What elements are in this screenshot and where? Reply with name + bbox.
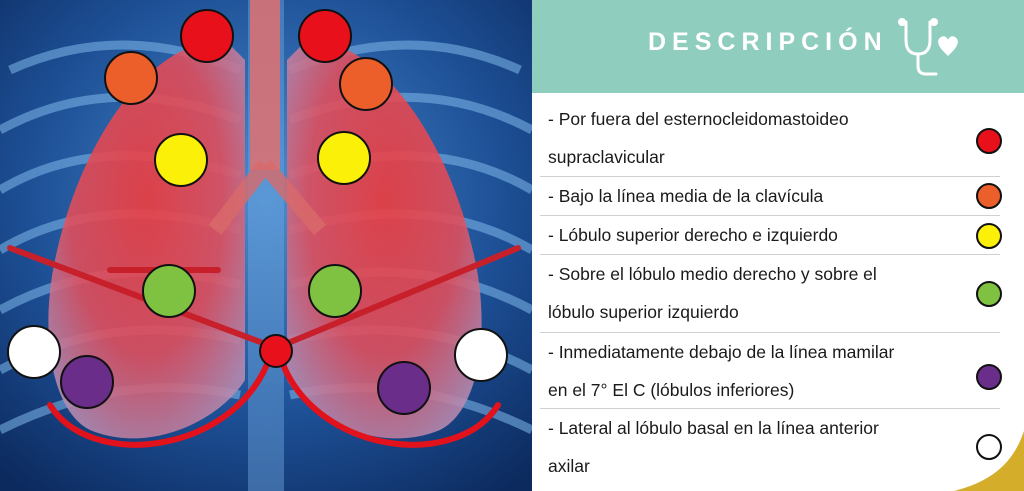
- row-6-line-1: - Lateral al lóbulo basal en la línea an…: [548, 418, 879, 438]
- point-green: [308, 264, 362, 318]
- row-1-line-1: - Por fuera del esternocleidomastoideo: [548, 109, 849, 129]
- description-row-4: - Sobre el lóbulo medio derecho y sobre …: [540, 254, 1002, 332]
- color-dot-white: [976, 434, 1002, 460]
- row-2-line-1: - Bajo la línea media de la clavícula: [548, 186, 824, 206]
- point-white: [454, 328, 508, 382]
- point-purple: [60, 355, 114, 409]
- row-3-line-1: - Lóbulo superior derecho e izquierdo: [548, 225, 838, 245]
- point-green: [142, 264, 196, 318]
- corner-accent: [954, 431, 1024, 491]
- color-dot-purple: [976, 364, 1002, 390]
- description-row-6: - Lateral al lóbulo basal en la línea an…: [540, 408, 1002, 485]
- row-4-line-2: lóbulo superior izquierdo: [548, 302, 739, 322]
- point-orange: [104, 51, 158, 105]
- lung-diagram-svg: [0, 0, 532, 491]
- description-header: DESCRIPCIÓN: [532, 0, 1024, 93]
- point-red: [180, 9, 234, 63]
- description-row-2: - Bajo la línea media de la clavícula: [540, 176, 1002, 215]
- color-dot-yellow: [976, 223, 1002, 249]
- point-orange: [339, 57, 393, 111]
- auscultation-points: [7, 9, 508, 415]
- point-white: [7, 325, 61, 379]
- color-dot-green: [976, 281, 1002, 307]
- description-row-3: - Lóbulo superior derecho e izquierdo: [540, 215, 1002, 254]
- lung-illustration: [0, 0, 532, 491]
- row-5-line-1: - Inmediatamente debajo de la línea mami…: [548, 342, 895, 362]
- color-dot-red: [976, 128, 1002, 154]
- trachea: [250, 0, 280, 170]
- row-4-line-1: - Sobre el lóbulo medio derecho y sobre …: [548, 264, 877, 284]
- row-1-line-2: supraclavicular: [548, 147, 665, 167]
- header-title: DESCRIPCIÓN: [648, 28, 888, 56]
- point-purple: [377, 361, 431, 415]
- point-red: [298, 9, 352, 63]
- point-yellow: [154, 133, 208, 187]
- description-panel: DESCRIPCIÓN - Por fuera del esternocleid…: [532, 0, 1024, 491]
- bronchi: [208, 159, 327, 236]
- description-row-1: - Por fuera del esternocleidomastoideo s…: [540, 100, 1002, 176]
- color-dot-orange: [976, 183, 1002, 209]
- diaphragm-curves: [47, 359, 501, 448]
- description-row-5: - Inmediatamente debajo de la línea mami…: [540, 332, 1002, 409]
- stethoscope-heart-icon: [898, 18, 958, 76]
- point-yellow: [317, 131, 371, 185]
- row-5-line-2: en el 7° El C (lóbulos inferiores): [548, 380, 795, 400]
- point-red-small: [259, 334, 293, 368]
- row-6-line-2: axilar: [548, 456, 590, 476]
